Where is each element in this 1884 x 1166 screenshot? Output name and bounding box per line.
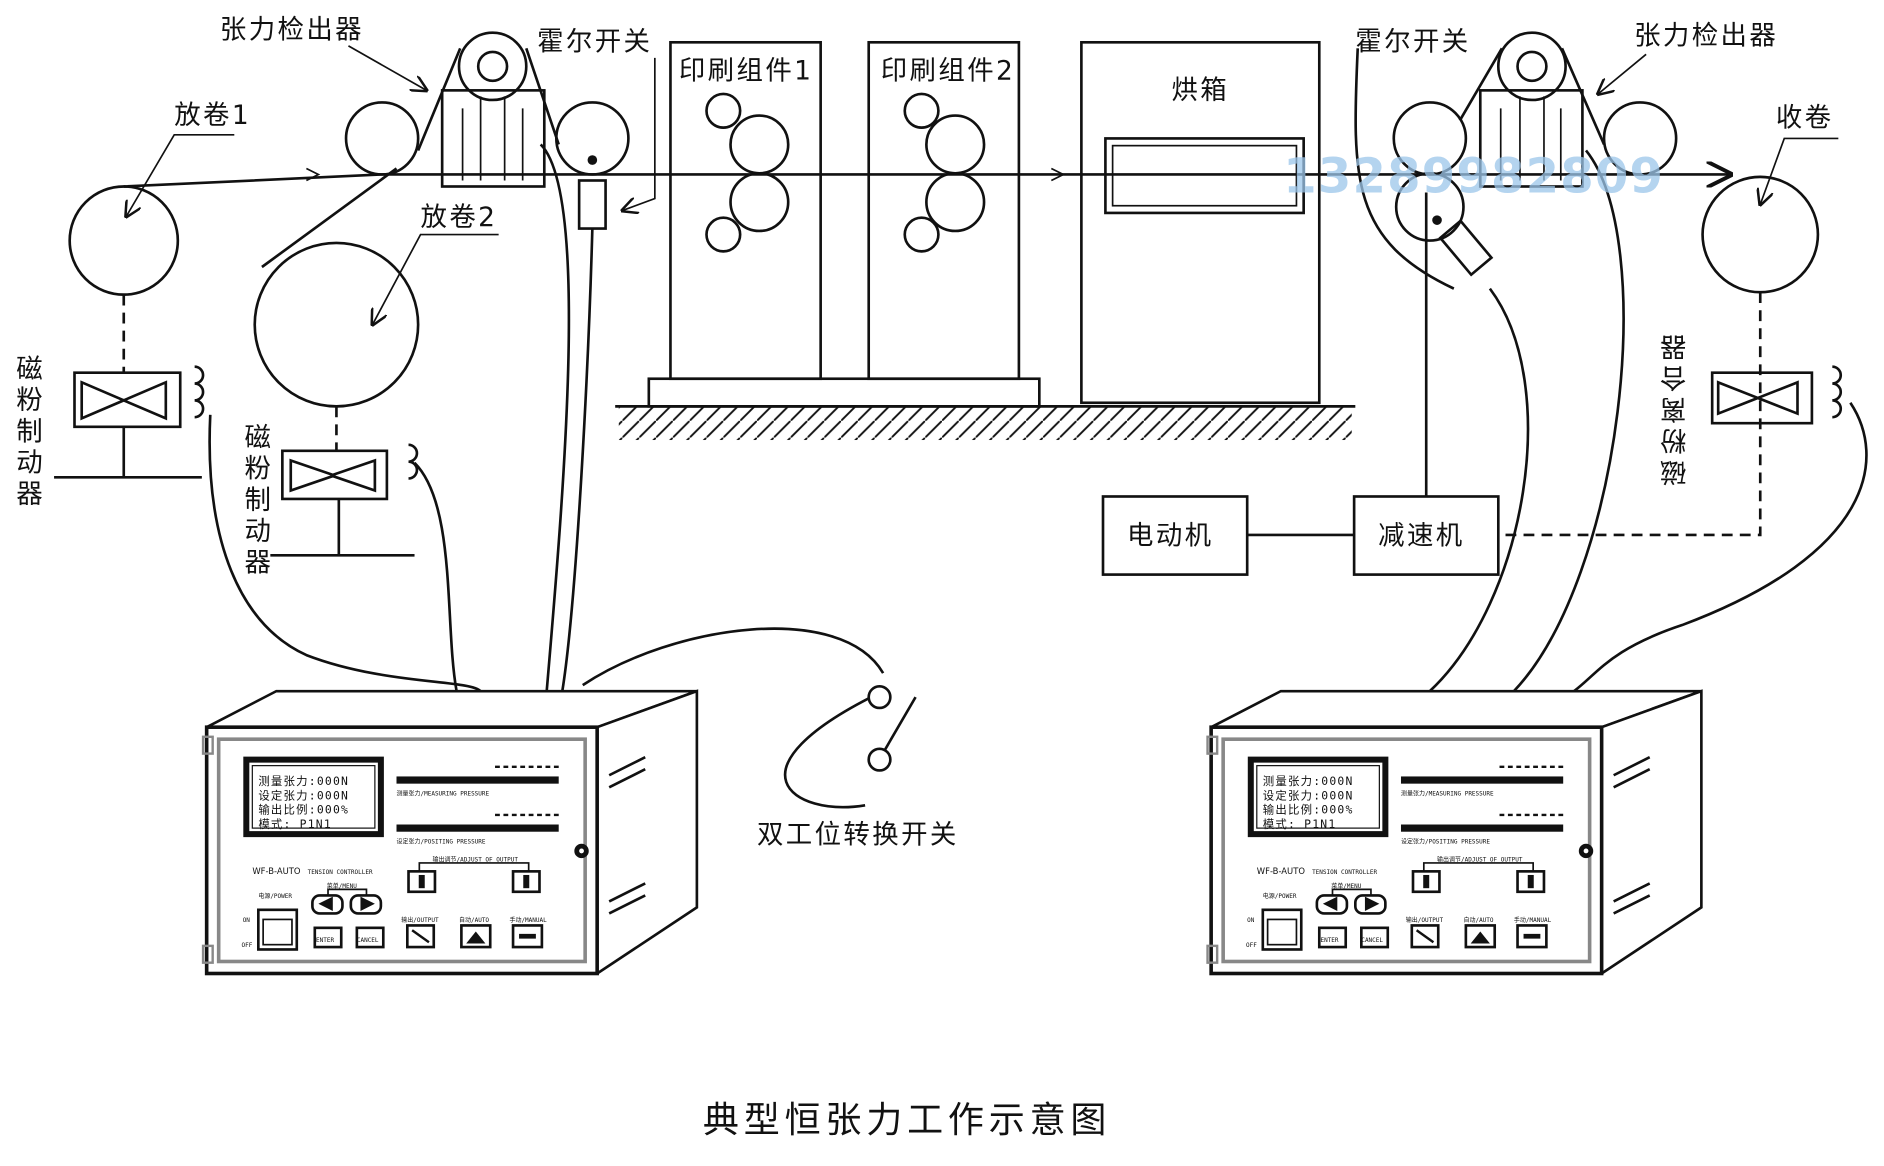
enter-button[interactable]: ENTER — [1320, 937, 1338, 944]
label-print-unit-1: 印刷组件1 — [679, 56, 814, 87]
print-unit-2 — [867, 40, 1021, 381]
label-unwind1: 放卷1 — [174, 100, 251, 131]
bar1-label: 测量张力/MEASURING PRESSURE — [397, 790, 490, 798]
label-motor: 电动机 — [1127, 521, 1213, 552]
lcd-line: 设定张力:000N — [1263, 788, 1354, 802]
oven — [1080, 40, 1321, 405]
model-label: WF-B-AUTO — [252, 866, 301, 876]
label-hall-switch-left: 霍尔开关 — [537, 27, 652, 58]
menu-label: 菜单/MENU — [1331, 882, 1361, 890]
manual-label: 手动/MANUAL — [1514, 916, 1552, 924]
watermark: 13289982809 — [1283, 149, 1664, 205]
bar1-label: 测量张力/MEASURING PRESSURE — [1401, 790, 1494, 798]
lcd-line: 输出比例:000% — [258, 803, 349, 817]
switch-contact — [867, 685, 892, 710]
lcd-line: 模式: P1N1 — [1263, 817, 1337, 831]
tension-controller-right — [1208, 691, 1702, 973]
label-brake2: 磁粉制动器 — [239, 423, 270, 579]
diagram-title: 典型恒张力工作示意图 — [703, 1100, 1111, 1141]
label-tension-detector-right: 张力检出器 — [1634, 21, 1778, 52]
output-label: 输出/OUTPUT — [1406, 916, 1444, 924]
tension-detector-left — [440, 89, 546, 188]
controller-right-text: 测量张力:000N 设定张力:000N 输出比例:000% 模式: P1N1 测… — [1246, 774, 1552, 949]
label-oven: 烘箱 — [1171, 75, 1229, 106]
cancel-button[interactable]: CANCEL — [1361, 937, 1383, 944]
model-label: WF-B-AUTO — [1257, 866, 1306, 876]
power-label: 电源/POWER — [258, 892, 292, 900]
manual-label: 手动/MANUAL — [509, 916, 547, 924]
ground — [618, 406, 1352, 441]
cancel-button[interactable]: CANCEL — [357, 937, 379, 944]
tension-detector-right — [1478, 89, 1584, 188]
controller-left-text: 测量张力:000N 设定张力:000N 输出比例:000% 模式: P1N1 测… — [242, 774, 548, 949]
lcd-line: 模式: P1N1 — [258, 817, 332, 831]
label-tension-detector-left: 张力检出器 — [220, 15, 364, 46]
bar2-label: 设定张力/POSITING PRESSURE — [397, 838, 486, 846]
label-clutch: 磁粉离合器 — [1660, 329, 1691, 485]
enter-button[interactable]: ENTER — [316, 937, 334, 944]
on-label: ON — [1247, 917, 1255, 924]
auto-label: 自动/AUTO — [459, 916, 489, 924]
power-label: 电源/POWER — [1263, 892, 1297, 900]
unwind-roll-2 — [253, 241, 420, 408]
on-label: ON — [243, 917, 251, 924]
machine-base — [647, 377, 1041, 408]
label-reducer: 减速机 — [1378, 521, 1464, 552]
adjust-label: 输出调节/ADJUST OF OUTPUT — [1437, 856, 1523, 864]
lcd-line: 输出比例:000% — [1263, 803, 1354, 817]
label-rewind: 收卷 — [1776, 102, 1834, 133]
lcd-line: 设定张力:000N — [258, 788, 349, 802]
label-dual-switch: 双工位转换开关 — [757, 820, 959, 851]
lcd-line: 测量张力:000N — [1263, 774, 1354, 788]
label-print-unit-2: 印刷组件2 — [881, 56, 1016, 87]
lcd-line: 测量张力:000N — [258, 774, 349, 788]
label-unwind2: 放卷2 — [421, 202, 498, 233]
bar2-label: 设定张力/POSITING PRESSURE — [1401, 838, 1490, 846]
print-rollers — [705, 92, 986, 253]
tension-controller-left — [203, 691, 697, 973]
off-label: OFF — [242, 942, 253, 949]
output-label: 输出/OUTPUT — [401, 916, 439, 924]
label-hall-switch-right: 霍尔开关 — [1355, 27, 1470, 58]
unwind-roll-1 — [68, 185, 180, 296]
rewind-roll — [1701, 175, 1820, 294]
adjust-label: 输出调节/ADJUST OF OUTPUT — [433, 856, 519, 864]
label-brake1: 磁粉制动器 — [11, 355, 42, 511]
hall-sensor-left — [577, 179, 607, 230]
auto-label: 自动/AUTO — [1463, 916, 1493, 924]
subtitle-label: TENSION CONTROLLER — [308, 869, 373, 876]
subtitle-label: TENSION CONTROLLER — [1312, 869, 1377, 876]
print-unit-1 — [669, 40, 822, 381]
menu-label: 菜单/MENU — [327, 882, 357, 890]
off-label: OFF — [1246, 942, 1257, 949]
hall-sensor-right — [1438, 219, 1494, 277]
